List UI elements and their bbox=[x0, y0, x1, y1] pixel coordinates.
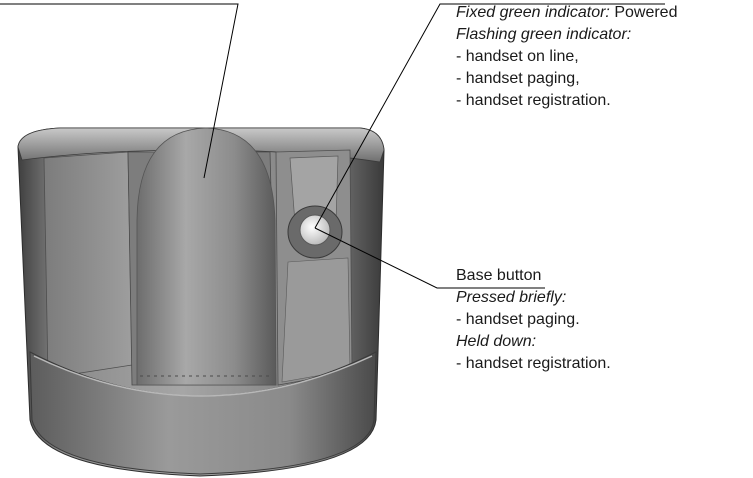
flashing-indicator-label: Flashing green indicator: bbox=[456, 26, 632, 43]
leader-line-base-button bbox=[314, 227, 545, 289]
indicator-callout: Fixed green indicator: Powered Flashing … bbox=[456, 2, 677, 112]
front-lip-highlight bbox=[33, 355, 373, 397]
right-tower-lower bbox=[281, 257, 351, 383]
pressed-briefly-label: Pressed briefly: bbox=[456, 289, 567, 306]
base-button-callout: Base button Pressed briefly: - handset p… bbox=[456, 265, 611, 375]
fixed-indicator-value: Powered bbox=[614, 4, 678, 21]
base-button[interactable] bbox=[299, 214, 331, 246]
left-side-panel bbox=[43, 151, 133, 379]
indicator-item: - handset on line, bbox=[456, 48, 579, 65]
held-down-label: Held down: bbox=[456, 333, 537, 350]
held-item: - handset registration. bbox=[456, 355, 611, 372]
fixed-indicator-label: Fixed green indicator: bbox=[456, 4, 610, 21]
leader-line-cradle bbox=[0, 3, 239, 179]
indicator-item: - handset registration. bbox=[456, 92, 611, 109]
pressed-item: - handset paging. bbox=[456, 311, 580, 328]
indicator-item: - handset paging, bbox=[456, 70, 580, 87]
base-button-title: Base button bbox=[456, 267, 542, 284]
handset-slot-arch bbox=[136, 127, 277, 386]
leader-line-indicator bbox=[314, 3, 665, 229]
